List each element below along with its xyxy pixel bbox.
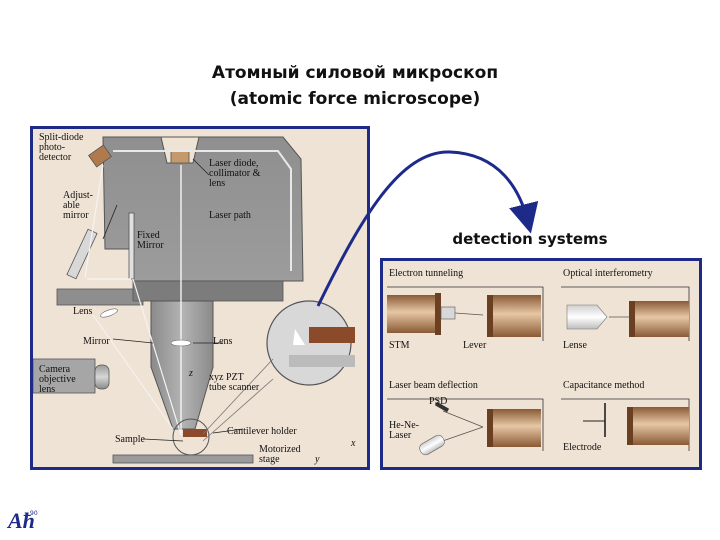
afm-diagram-graphic	[33, 136, 355, 464]
label-laser-path: Laser path	[209, 210, 251, 221]
label-laser-beam-deflection: Laser beam deflection	[389, 380, 478, 391]
detection-heading: detection systems	[452, 230, 608, 248]
detection-panel: Electron tunneling Optical interferometr…	[380, 258, 702, 470]
page-title: Атомный силовой микроскоп (atomic force …	[150, 60, 560, 112]
label-lever: Lever	[463, 340, 487, 351]
label-lense: Lense	[563, 340, 587, 351]
label-able: able	[63, 200, 80, 211]
label-capacitance-method: Capacitance method	[563, 380, 645, 391]
label-objective: objective	[39, 374, 76, 385]
label-electron-tunneling: Electron tunneling	[389, 268, 464, 279]
label-fixed: Fixed	[137, 230, 160, 241]
label-detector: detector	[39, 152, 72, 163]
label-camera: Camera	[39, 364, 71, 375]
label-fixed-mirror: Mirror	[137, 240, 164, 251]
label-lens-right: Lens	[213, 336, 233, 347]
label-laser-diode: Laser diode,	[209, 158, 259, 169]
afm-diagram-panel: Split-diode photo- detector Adjust- able…	[30, 126, 370, 470]
label-mirror: Mirror	[83, 336, 110, 347]
label-collimator: collimator &	[209, 168, 261, 179]
title-english: (atomic force microscope)	[229, 89, 481, 109]
title-russian: Атомный силовой микроскоп	[211, 63, 499, 83]
label-camera-lens: lens	[39, 384, 56, 395]
label-tube-scanner: tube scanner	[209, 382, 260, 393]
label-lens-top: lens	[209, 178, 226, 189]
label-adjustable: Adjust-	[63, 190, 93, 201]
label-mirror-adj: mirror	[63, 210, 89, 221]
label-he-ne: He-Ne-	[389, 420, 419, 431]
label-stage: stage	[259, 454, 280, 465]
label-psd: PSD	[429, 396, 448, 407]
label-xyz-pzt: xyz PZT	[209, 372, 244, 383]
label-axis-y: y	[315, 454, 320, 465]
label-motorized: Motorized	[259, 444, 301, 455]
label-axis-x: x	[351, 438, 356, 449]
label-laser: Laser	[389, 430, 412, 441]
institution-logo: Aħ	[8, 508, 35, 533]
label-sample: Sample	[115, 434, 145, 445]
label-lens-left: Lens	[73, 306, 93, 317]
label-electrode: Electrode	[563, 442, 602, 453]
label-optical-interferometry: Optical interferometry	[563, 268, 653, 279]
label-cantilever-holder: Cantilever holder	[227, 426, 297, 437]
label-stm: STM	[389, 340, 410, 351]
logo-superscript: 90	[30, 510, 38, 517]
detection-graphic	[387, 286, 690, 456]
label-split-diode: Split-diode	[39, 132, 84, 143]
label-axis-z: z	[189, 368, 193, 379]
label-photo: photo-	[39, 142, 66, 153]
